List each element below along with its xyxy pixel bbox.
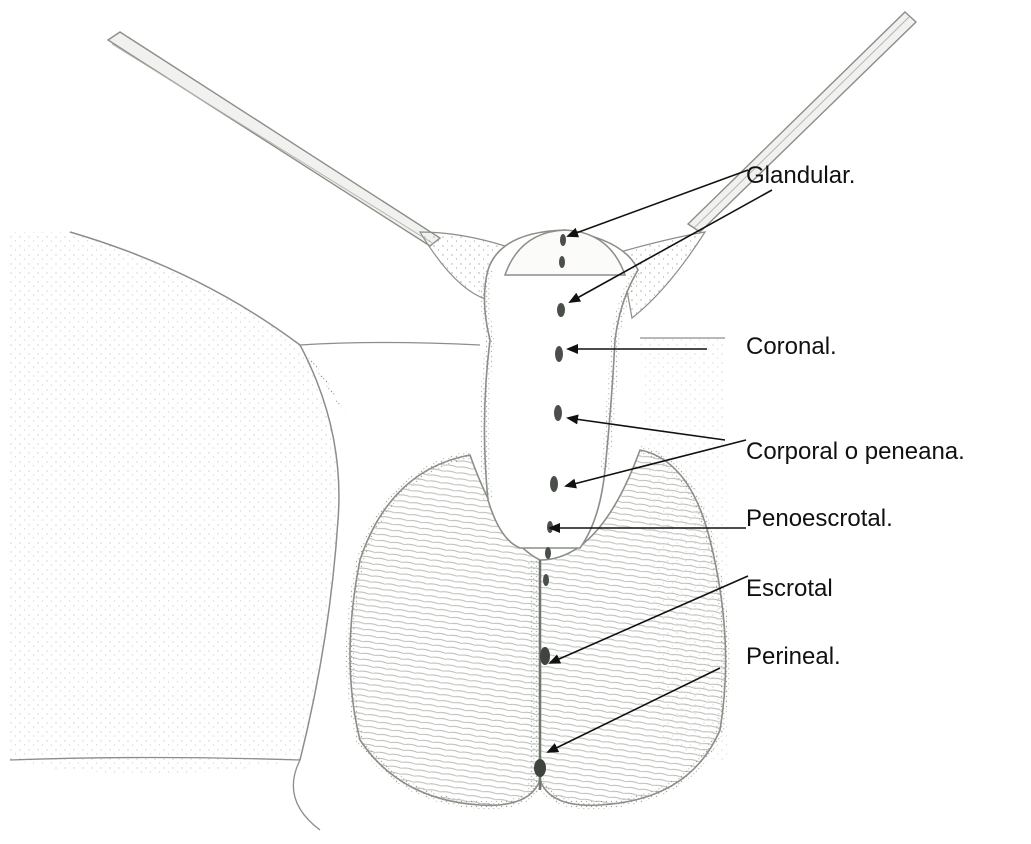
label-glandular: Glandular. [746, 164, 855, 188]
label-penoescrotal: Penoescrotal. [746, 507, 893, 531]
meatus-dot [543, 574, 549, 586]
label-perineal: Perineal. [746, 645, 841, 669]
meatus-dot [534, 759, 546, 777]
meatus-dot [560, 234, 566, 246]
label-coronal: Coronal. [746, 335, 837, 359]
right-retractor [688, 12, 916, 232]
meatus-dot [550, 476, 558, 492]
label-escrotal: Escrotal [746, 577, 833, 601]
meatus-dot [559, 256, 565, 268]
left-retractor [108, 32, 440, 246]
meatus-dot [547, 521, 553, 533]
meatus-dot [555, 346, 563, 362]
meatus-dot [540, 647, 550, 665]
label-corporal: Corporal o peneana. [746, 440, 965, 464]
meatus-dot [557, 303, 565, 317]
meatus-dot [554, 405, 562, 421]
meatus-dot [545, 547, 551, 559]
